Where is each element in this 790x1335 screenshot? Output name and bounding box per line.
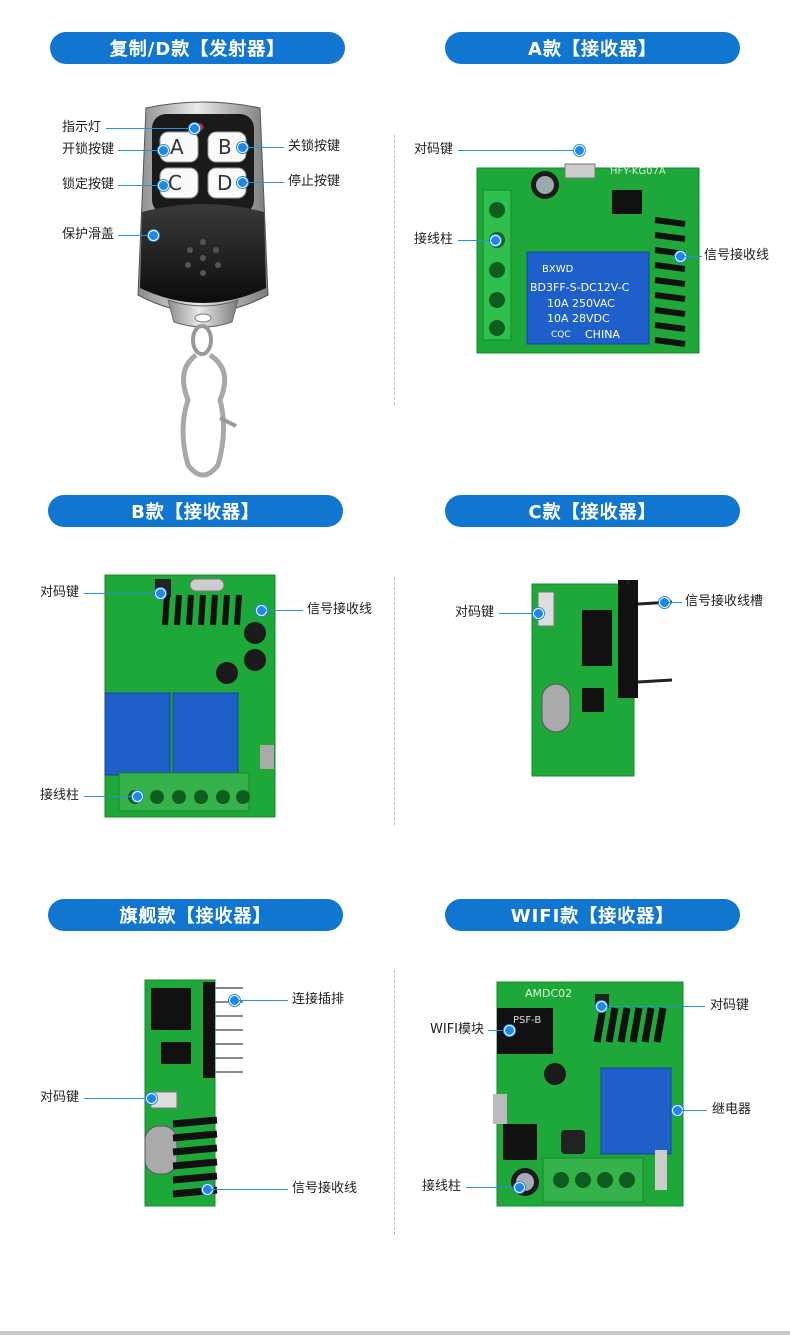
label-relay: 继电器 <box>712 1102 752 1117</box>
label-header-pins: 连接插排 <box>292 992 345 1007</box>
divider <box>394 135 395 405</box>
marker-dot <box>514 1182 525 1193</box>
leader-line <box>84 593 159 594</box>
divider <box>394 970 395 1235</box>
leader-line <box>84 1098 150 1099</box>
label-unlock-button: 开锁按键 <box>62 142 115 157</box>
leader-line <box>238 1000 288 1001</box>
leader-line <box>668 602 682 603</box>
label-terminal: 接线柱 <box>414 232 454 247</box>
section-title-receiver-b: B款【接收器】 <box>48 495 343 527</box>
label-pair-button: 对码键 <box>710 998 750 1013</box>
leader-line <box>466 1187 518 1188</box>
leader-line <box>265 610 303 611</box>
section-title-receiver-a: A款【接收器】 <box>445 32 740 64</box>
label-stop-button: 停止按键 <box>288 174 341 189</box>
divider <box>394 577 395 825</box>
label-close-lock-button: 关锁按键 <box>288 139 341 154</box>
label-lock-button: 锁定按键 <box>62 177 115 192</box>
leader-line <box>118 150 162 151</box>
label-antenna-slot: 信号接收线槽 <box>685 594 764 609</box>
label-terminal: 接线柱 <box>422 1179 462 1194</box>
leader-line <box>605 1006 705 1007</box>
receiver-c-board-image <box>531 580 673 777</box>
leader-line <box>246 147 284 148</box>
label-pair-button: 对码键 <box>414 142 454 157</box>
leader-line <box>499 613 537 614</box>
marker-dot <box>158 145 169 156</box>
marker-dot <box>504 1025 515 1036</box>
marker-dot <box>155 588 166 599</box>
label-terminal: 接线柱 <box>40 788 80 803</box>
leader-line <box>106 128 192 129</box>
remote-button-b: B <box>218 135 232 159</box>
section-title-receiver-c: C款【接收器】 <box>445 495 740 527</box>
wifi-board-image <box>493 981 684 1207</box>
leader-line <box>458 240 494 241</box>
receiver-a-board-image <box>476 163 700 354</box>
relay-rating-ac: 10A 250VAC <box>547 297 615 310</box>
wifi-silkscreen: AMDC02 <box>525 987 573 1000</box>
relay-origin: CHINA <box>585 328 620 341</box>
leader-line <box>681 1110 707 1111</box>
label-pair-button: 对码键 <box>40 585 80 600</box>
label-wifi-module: WIFI模块 <box>430 1022 484 1037</box>
section-title-wifi: WIFI款【接收器】 <box>445 899 740 931</box>
label-pair-button: 对码键 <box>40 1090 80 1105</box>
bottom-rule <box>0 1331 790 1335</box>
flagship-board-image <box>144 979 243 1207</box>
marker-dot <box>132 791 143 802</box>
leader-line <box>458 150 578 151</box>
marker-dot <box>490 235 501 246</box>
leader-line <box>118 185 162 186</box>
relay-cert: CQC <box>551 330 571 340</box>
remote-button-a: A <box>170 135 184 159</box>
section-title-transmitter: 复制/D款【发射器】 <box>50 32 345 64</box>
leader-line <box>488 1030 508 1031</box>
section-title-flagship: 旗舰款【接收器】 <box>48 899 343 931</box>
remote-transmitter-image <box>137 101 269 478</box>
label-protective-cover: 保护滑盖 <box>62 227 115 242</box>
relay-model: BD3FF-S-DC12V-C <box>530 281 630 294</box>
wifi-module-text: PSF-B <box>513 1015 542 1026</box>
marker-dot <box>148 230 159 241</box>
label-indicator: 指示灯 <box>62 120 102 135</box>
marker-dot <box>574 145 585 156</box>
receiver-a-silkscreen: HFY-KG07A <box>610 166 666 177</box>
marker-dot <box>146 1093 157 1104</box>
leader-line <box>684 256 702 257</box>
marker-dot <box>158 180 169 191</box>
receiver-b-board-image <box>104 574 276 818</box>
remote-button-d: D <box>217 171 233 195</box>
label-pair-button: 对码键 <box>455 605 495 620</box>
relay-rating-dc: 10A 28VDC <box>547 312 610 325</box>
remote-button-c: C <box>168 171 182 195</box>
label-antenna: 信号接收线 <box>307 602 373 617</box>
relay-brand: BXWD <box>542 264 574 275</box>
label-antenna: 信号接收线 <box>704 248 770 263</box>
leader-line <box>118 235 152 236</box>
leader-line <box>246 182 284 183</box>
marker-dot <box>189 123 200 134</box>
leader-line <box>84 796 136 797</box>
label-antenna: 信号接收线 <box>292 1181 358 1196</box>
marker-dot <box>533 608 544 619</box>
leader-line <box>211 1189 288 1190</box>
